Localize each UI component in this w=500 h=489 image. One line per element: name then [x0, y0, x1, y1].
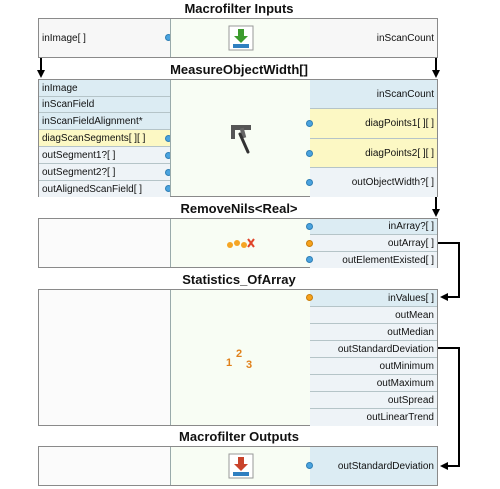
port-invalues[interactable]: inValues[ ] — [310, 290, 437, 307]
output-connector[interactable] — [306, 256, 313, 263]
wire-outarray-invalues — [438, 242, 460, 301]
port-label: outLinearTrend — [366, 412, 434, 423]
port-label: outMedian — [387, 326, 434, 338]
macrofilter-outputs-block[interactable]: outStandardDeviation — [38, 446, 438, 486]
port-diagpoints1[interactable]: diagPoints1[ ][ ] — [310, 109, 437, 139]
port-label: outSpread — [387, 394, 434, 406]
output-port-outstandarddeviation[interactable]: outStandardDeviation — [310, 447, 437, 485]
caliper-icon — [231, 125, 251, 154]
port-inscanfield[interactable]: inScanField — [39, 97, 170, 113]
port-label: inScanCount — [376, 88, 434, 100]
remove-nils-block[interactable]: inArray?[ ] outArray[ ] outElementExiste… — [38, 218, 438, 268]
port-label: diagScanSegments[ ][ ] — [42, 132, 146, 144]
wire-outstandarddeviation-output — [438, 347, 460, 470]
input-port-inscancount[interactable]: inScanCount — [310, 19, 437, 57]
macrofilter-outputs-title: Macrofilter Outputs — [179, 429, 299, 444]
output-connector[interactable] — [306, 240, 313, 247]
measure-object-width-title: MeasureObjectWidth[] — [170, 62, 308, 77]
port-label: outAlignedScanField[ ] — [42, 183, 143, 195]
port-label: inImage[ ] — [42, 32, 86, 44]
port-label: inScanFieldAlignment* — [42, 115, 143, 127]
input-connector[interactable] — [306, 223, 313, 230]
port-outstandarddeviation[interactable]: outStandardDeviation — [310, 341, 437, 358]
port-diagscansegments[interactable]: diagScanSegments[ ][ ] — [39, 130, 170, 147]
macrofilter-inputs-block[interactable]: inImage[ ] inScanCount — [38, 18, 438, 58]
port-outminimum[interactable]: outMinimum — [310, 358, 437, 375]
port-label: outElementExisted[ ] — [342, 254, 434, 266]
green-down-arrow-icon — [228, 25, 254, 51]
port-outmedian[interactable]: outMedian — [310, 324, 437, 341]
input-connector[interactable] — [306, 294, 313, 301]
input-connector[interactable] — [306, 462, 313, 469]
port-label: diagPoints2[ ][ ] — [365, 147, 434, 159]
port-label: inImage — [42, 82, 78, 94]
macrofilter-inputs-title: Macrofilter Inputs — [184, 1, 294, 16]
port-outmaximum[interactable]: outMaximum — [310, 375, 437, 392]
port-label: outObjectWidth?[ ] — [351, 177, 434, 188]
port-outsegment1[interactable]: outSegment1?[ ] — [39, 147, 170, 164]
port-label: inValues[ ] — [388, 292, 434, 304]
remove-nils-icon — [227, 238, 255, 248]
port-inimage[interactable]: inImage — [39, 80, 170, 97]
port-label: outArray[ ] — [387, 237, 434, 249]
port-inscanfieldalignment[interactable]: inScanFieldAlignment* — [39, 113, 170, 130]
digit-3: 3 — [246, 359, 252, 370]
digit-2: 2 — [236, 348, 242, 360]
input-connector[interactable] — [306, 150, 313, 157]
statistics-of-array-title: Statistics_OfArray — [182, 272, 296, 287]
statistics-icon-area: 1 2 3 — [170, 290, 312, 425]
port-outsegment2[interactable]: outSegment2?[ ] — [39, 164, 170, 181]
port-outmean[interactable]: outMean — [310, 307, 437, 324]
port-label: outSegment1?[ ] — [42, 149, 116, 161]
port-label: inArray?[ ] — [388, 221, 434, 232]
port-inscancount[interactable]: inScanCount — [310, 80, 437, 109]
input-connector[interactable] — [306, 120, 313, 127]
port-outarray[interactable]: outArray[ ] — [310, 235, 437, 252]
port-diagpoints2[interactable]: diagPoints2[ ][ ] — [310, 139, 437, 168]
statistics-of-array-block[interactable]: 1 2 3 inValues[ ] outMean outMedian outS… — [38, 289, 438, 426]
remove-nils-title: RemoveNils<Real> — [180, 201, 298, 216]
port-label: outStandardDeviation — [337, 460, 434, 472]
port-outalignedscanfield[interactable]: outAlignedScanField[ ] — [39, 181, 170, 197]
input-port-inimage[interactable]: inImage[ ] — [39, 19, 170, 57]
macrofilter-outputs-icon-area — [170, 447, 312, 485]
macrofilter-inputs-icon-area — [170, 19, 312, 57]
measure-object-width-icon-area — [170, 80, 312, 196]
measure-object-width-block[interactable]: inImage inScanField inScanFieldAlignment… — [38, 79, 438, 197]
port-label: outMean — [395, 309, 434, 321]
port-label: outSegment2?[ ] — [42, 166, 116, 178]
port-label: outMinimum — [379, 360, 434, 372]
port-outelementexisted[interactable]: outElementExisted[ ] — [310, 252, 437, 268]
digit-1: 1 — [226, 357, 232, 369]
port-label: inScanField — [42, 99, 95, 110]
port-label: inScanCount — [376, 32, 434, 44]
port-label: diagPoints1[ ][ ] — [365, 118, 434, 129]
port-outobjectwidth[interactable]: outObjectWidth?[ ] — [310, 168, 437, 197]
port-label: outStandardDeviation — [337, 343, 434, 355]
port-outlineartrend[interactable]: outLinearTrend — [310, 409, 437, 426]
port-inarray[interactable]: inArray?[ ] — [310, 219, 437, 235]
port-label: outMaximum — [376, 377, 434, 389]
statistics-123-icon: 1 2 3 — [226, 348, 252, 370]
red-down-arrow-icon — [228, 453, 254, 479]
port-outspread[interactable]: outSpread — [310, 392, 437, 409]
input-connector[interactable] — [306, 179, 313, 186]
